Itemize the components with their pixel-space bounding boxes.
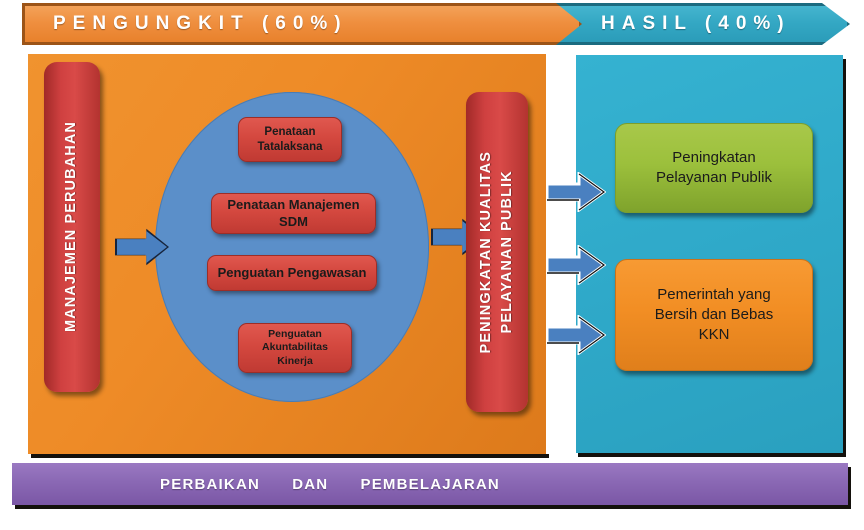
program-box-penguatan-pengawasan: Penguatan Pengawasan [207,255,377,291]
program-box-label: Penguatan Pengawasan [217,264,367,280]
header-banner-band: HASIL (40%) PENGUNGKIT (60%) [0,0,864,48]
result-box-label: Pemerintah yang Bersih dan Bebas KKN [654,285,774,344]
result-box-pemerintah-bersih-dan-bebas-kkn: Pemerintah yang Bersih dan Bebas KKN [615,259,813,371]
pengungkit-panel: MANAJEMEN PERUBAHAN Penataan Tatalaksana… [28,54,546,454]
connector-arrow-2-icon [546,245,606,285]
program-box-penguatan-akuntabilitas-kinerja: Penguatan Akuntabilitas Kinerja [238,323,352,373]
perbaikan-dan-pembelajaran-banner: PERBAIKAN DAN PEMBELAJARAN [12,463,848,505]
perbaikan-banner-label: PERBAIKAN DAN PEMBELAJARAN [160,475,500,493]
pengungkit-chevron-banner: PENGUNGKIT (60%) [22,3,582,45]
pengungkit-banner-label: PENGUNGKIT (60%) [53,13,348,34]
manajemen-perubahan-label: MANAJEMEN PERUBAHAN [63,121,80,333]
peningkatan-kualitas-pelayanan-publik-bar: PENINGKATAN KUALITAS PELAYANAN PUBLIK [466,92,528,412]
connector-arrow-3-icon [546,315,606,355]
result-box-label: Peningkatan Pelayanan Publik [656,148,772,186]
program-box-label: Penataan Tatalaksana [257,125,323,153]
result-box-peningkatan-pelayanan-publik: Peningkatan Pelayanan Publik [615,123,813,213]
program-box-label: Penguatan Akuntabilitas Kinerja [262,327,328,367]
program-box-penataan-manajemen-sdm: Penataan Manajemen SDM [211,193,376,234]
peningkatan-kualitas-label: PENINGKATAN KUALITAS PELAYANAN PUBLIK [477,150,515,354]
panel-gap-divider [546,54,576,454]
connector-arrow-1-icon [546,172,606,212]
hasil-panel [575,55,843,453]
manajemen-perubahan-bar: MANAJEMEN PERUBAHAN [44,62,100,392]
program-box-label: Penataan Manajemen SDM [227,196,360,229]
program-box-penataan-tatalaksana: Penataan Tatalaksana [238,117,342,162]
